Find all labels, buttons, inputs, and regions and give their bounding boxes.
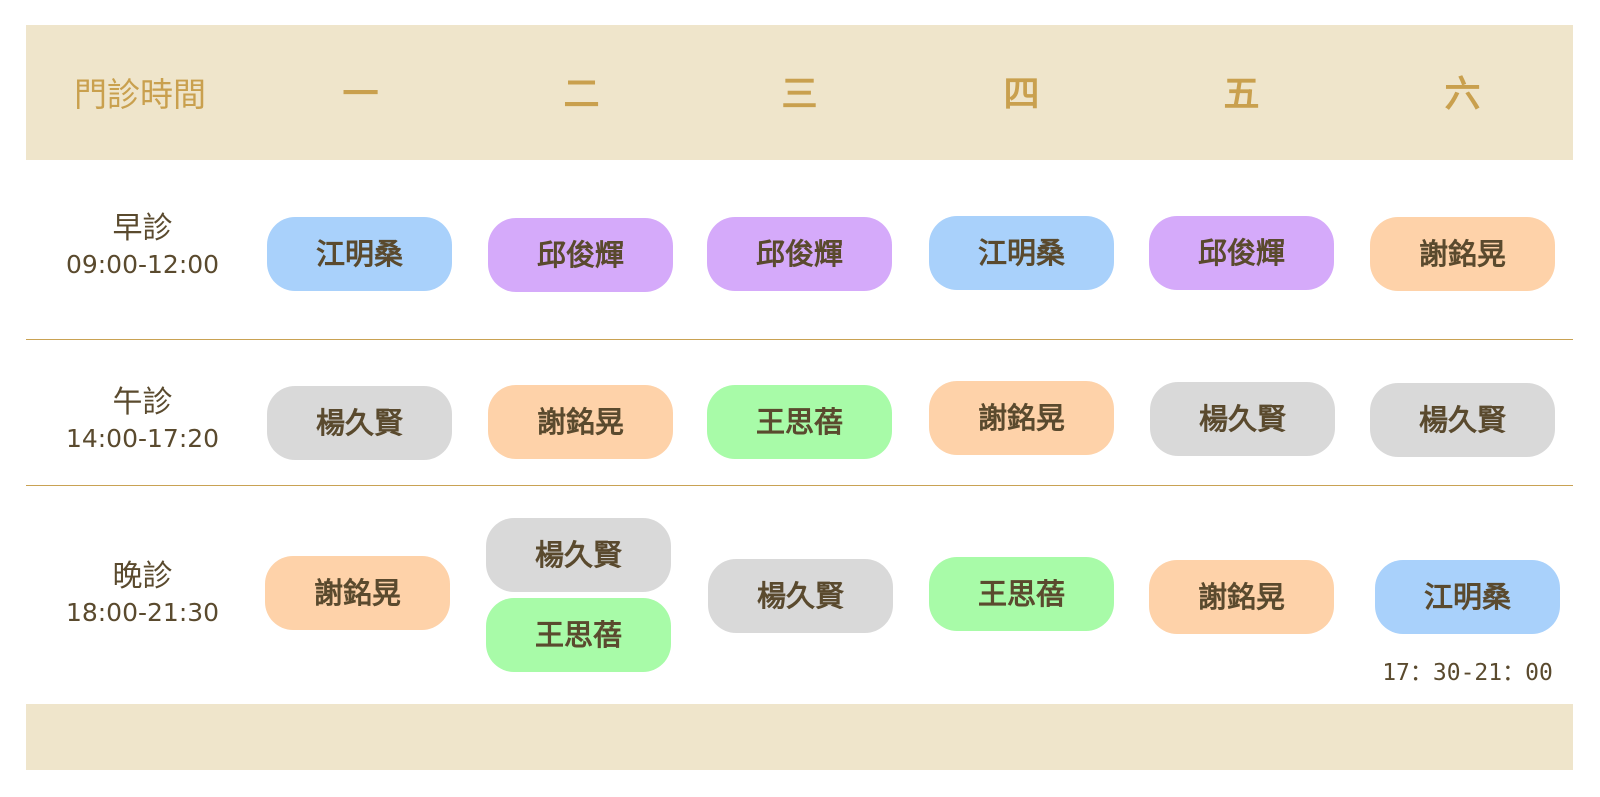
day-header-wed: 三 (781, 74, 818, 115)
saturday-evening-hours-note: 17：30-21：00 (1382, 660, 1553, 686)
doctor-slot-evening-thu: 王思蓓 (929, 557, 1114, 631)
session-evening: 晚診 18:00-21:30 (40, 559, 245, 631)
doctor-slot-evening-mon: 謝銘晃 (265, 556, 450, 630)
day-header-thu: 四 (1003, 74, 1040, 115)
doctor-slot-morning-wed: 邱俊輝 (707, 217, 892, 291)
doctor-slot-afternoon-sat: 楊久賢 (1370, 383, 1555, 457)
doctor-slot-morning-thu: 江明桑 (929, 216, 1114, 290)
row-divider (26, 339, 1573, 340)
day-header-fri: 五 (1223, 74, 1260, 115)
session-name: 午診 (112, 385, 173, 420)
session-afternoon: 午診 14:00-17:20 (40, 385, 245, 457)
doctor-slot-morning-fri: 邱俊輝 (1149, 216, 1334, 290)
doctor-slot-afternoon-thu: 謝銘晃 (929, 381, 1114, 455)
doctor-slot-evening-sat: 江明桑 (1375, 560, 1560, 634)
doctor-slot-afternoon-tue: 謝銘晃 (488, 385, 673, 459)
day-header-mon: 一 (342, 74, 379, 115)
row-divider (26, 485, 1573, 486)
session-name: 晚診 (112, 559, 173, 594)
session-time: 09:00-12:00 (65, 250, 220, 279)
footer-band (26, 704, 1573, 770)
day-header-sat: 六 (1444, 74, 1481, 115)
doctor-slot-morning-tue: 邱俊輝 (488, 218, 673, 292)
doctor-slot-evening-wed: 楊久賢 (708, 559, 893, 633)
session-morning: 早診 09:00-12:00 (40, 211, 245, 283)
header-band (26, 25, 1573, 160)
session-name: 早診 (112, 211, 173, 246)
doctor-slot-evening-tue-2: 王思蓓 (486, 598, 671, 672)
doctor-slot-morning-sat: 謝銘晃 (1370, 217, 1555, 291)
doctor-slot-morning-mon: 江明桑 (267, 217, 452, 291)
doctor-slot-evening-tue-1: 楊久賢 (486, 518, 671, 592)
day-header-tue: 二 (563, 74, 600, 115)
doctor-slot-afternoon-fri: 楊久賢 (1150, 382, 1335, 456)
schedule-title: 門診時間 (74, 75, 206, 114)
doctor-slot-evening-fri: 謝銘晃 (1149, 560, 1334, 634)
doctor-slot-afternoon-wed: 王思蓓 (707, 385, 892, 459)
doctor-slot-afternoon-mon: 楊久賢 (267, 386, 452, 460)
session-time: 14:00-17:20 (65, 424, 220, 453)
session-time: 18:00-21:30 (65, 598, 220, 627)
